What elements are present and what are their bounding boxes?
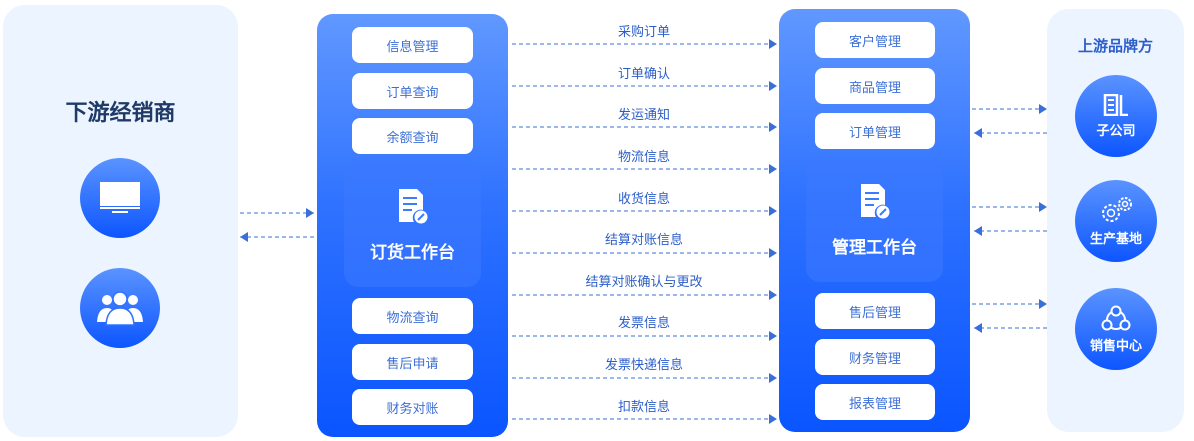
menu-after-sale-request[interactable]: 售后申请	[352, 344, 473, 380]
flow-label: 扣款信息	[617, 400, 670, 415]
node-sales-center: 销售中心	[1075, 288, 1157, 370]
network-icon	[1101, 305, 1131, 330]
menu-order-management[interactable]: 订单管理	[815, 113, 935, 149]
upstream-title: 上游品牌方	[1077, 37, 1153, 55]
flow-label: 发运通知	[617, 108, 670, 123]
node-production-base: 生产基地	[1075, 180, 1157, 262]
flow-label: 发票快递信息	[604, 358, 683, 373]
menu-product-management[interactable]: 商品管理	[815, 68, 935, 104]
menu-info-management[interactable]: 信息管理	[352, 27, 473, 63]
monitor-icon	[80, 158, 160, 238]
node-subsidiary: 子公司	[1075, 75, 1157, 157]
node-label: 生产基地	[1089, 231, 1142, 247]
gears-icon	[1102, 196, 1132, 222]
upstream-panel: 上游品牌方 子公司 生产基地 销售中心	[1047, 9, 1184, 432]
order-workbench-core: 订货工作台	[344, 164, 481, 287]
flow-label: 结算对账确认与更改	[585, 275, 703, 290]
manage-workbench: 客户管理 商品管理 订单管理 管理工作台 售后管理 财务管理 报表管理	[779, 9, 970, 432]
flow-label: 物流信息	[617, 150, 670, 165]
document-edit-icon	[860, 184, 889, 219]
node-label: 销售中心	[1089, 338, 1142, 354]
flow-label: 发票信息	[617, 316, 670, 331]
users-icon	[80, 268, 160, 348]
flow-label: 收货信息	[617, 192, 670, 207]
menu-after-sale-management[interactable]: 售后管理	[815, 293, 935, 329]
order-workbench: 信息管理 订单查询 余额查询 订货工作台 物流查询 售后申请 财务对账	[317, 14, 508, 437]
menu-logistics-query[interactable]: 物流查询	[352, 298, 473, 334]
menu-customer-management[interactable]: 客户管理	[815, 22, 935, 58]
order-workbench-title: 订货工作台	[370, 243, 455, 263]
manage-workbench-core: 管理工作台	[806, 159, 943, 282]
menu-finance-management[interactable]: 财务管理	[815, 339, 935, 375]
flow-label: 结算对账信息	[604, 233, 683, 248]
node-label: 子公司	[1096, 123, 1136, 139]
document-edit-icon	[398, 189, 427, 224]
flow-label: 订单确认	[617, 67, 670, 82]
menu-finance-reconcile[interactable]: 财务对账	[352, 389, 473, 425]
menu-order-query[interactable]: 订单查询	[352, 73, 473, 109]
downstream-panel: 下游经销商	[3, 5, 238, 437]
downstream-title: 下游经销商	[65, 101, 176, 126]
menu-balance-query[interactable]: 余额查询	[352, 118, 473, 154]
menu-report-management[interactable]: 报表管理	[815, 384, 935, 420]
building-icon	[1103, 93, 1128, 116]
flow-label: 采购订单	[617, 25, 670, 40]
manage-workbench-title: 管理工作台	[832, 238, 917, 258]
